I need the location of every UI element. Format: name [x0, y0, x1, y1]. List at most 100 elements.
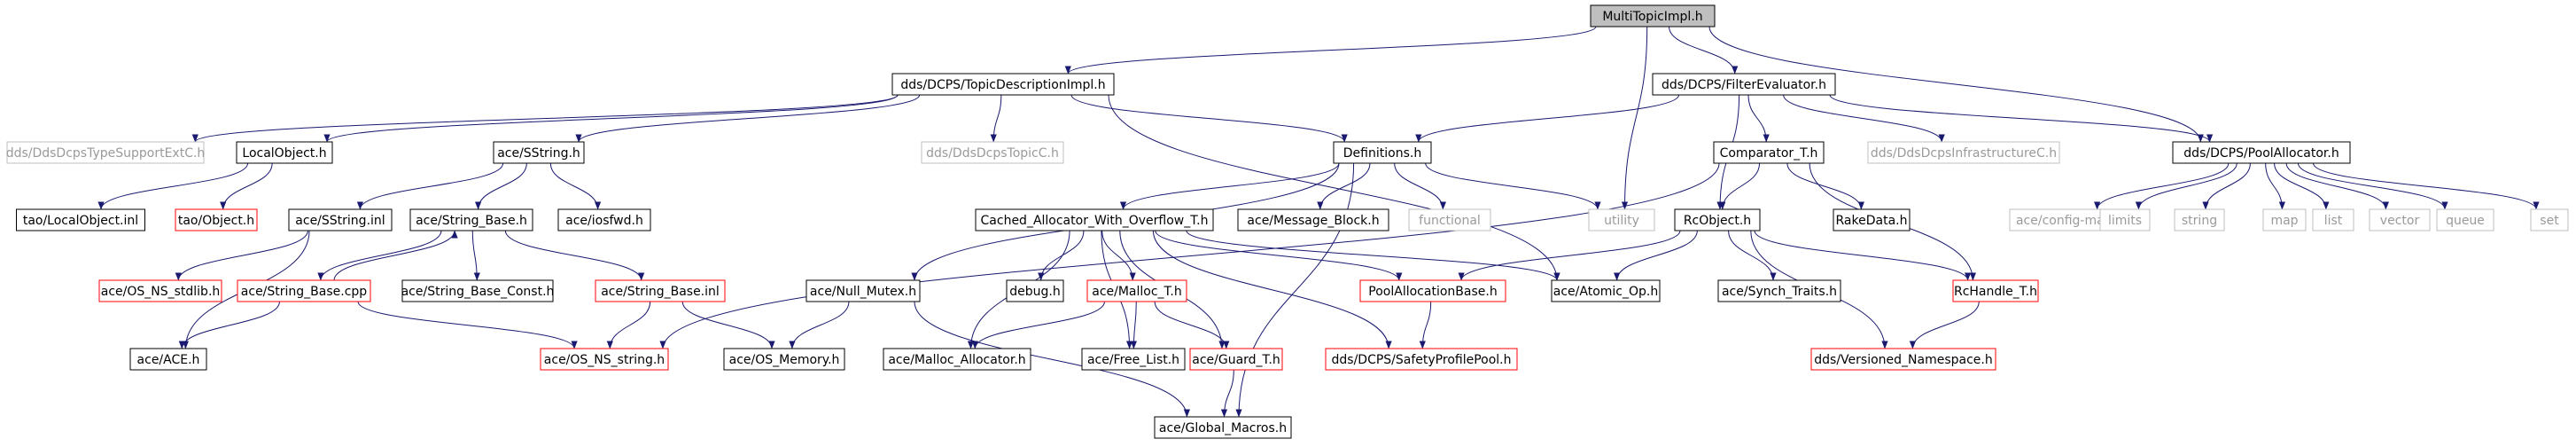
node-tao_object[interactable]: tao/Object.h — [175, 208, 258, 231]
node-label-sstring_inl: ace/SString.inl — [295, 214, 385, 228]
node-string_base_cpp[interactable]: ace/String_Base.cpp — [237, 279, 371, 302]
edge-cached_alloc-to-malloc_t — [1101, 230, 1136, 281]
node-box-string_base_h — [409, 208, 533, 231]
node-label-cached_alloc: Cached_Allocator_With_Overflow_T.h — [981, 214, 1209, 228]
node-label-os_ns_string: ace/OS_NS_string.h — [544, 353, 665, 367]
edge-comparator-to-os_ns_string — [659, 162, 1720, 349]
edge-root-to-utility — [1621, 26, 1648, 210]
edge-filtereval-to-infrastructurec — [1783, 94, 1945, 143]
node-box-os_memory — [723, 348, 845, 371]
edge-comparator-to-rcobject — [1719, 162, 1761, 210]
node-label-topicdesc: dds/DCPS/TopicDescriptionImpl.h — [900, 78, 1105, 92]
node-label-poolallocator: dds/DCPS/PoolAllocator.h — [2183, 146, 2339, 161]
node-global_macros[interactable]: ace/Global_Macros.h — [1154, 416, 1292, 439]
node-rchandle[interactable]: RcHandle_T.h — [1952, 279, 2039, 302]
node-debug[interactable]: debug.h — [1006, 279, 1064, 302]
node-label-set: set — [2540, 214, 2559, 228]
node-synch_traits[interactable]: ace/Synch_Traits.h — [1717, 279, 1841, 302]
edge-sstring-to-iosfwd — [549, 162, 602, 210]
edge-malloc_t-to-malloc_allocator — [971, 301, 1105, 349]
node-iosfwd[interactable]: ace/iosfwd.h — [557, 208, 651, 231]
node-box-root — [1590, 4, 1716, 27]
node-sstring[interactable]: ace/SString.h — [493, 141, 585, 164]
edge-topicdesc-to-topicc — [990, 94, 1002, 143]
edge-filtereval-to-comparator — [1747, 94, 1770, 143]
node-label-versioned_ns: dds/Versioned_Namespace.h — [1814, 353, 1992, 367]
node-infrastructurec: dds/DdsDcpsInfrastructureC.h — [1867, 141, 2060, 164]
node-box-filtereval — [1652, 73, 1836, 96]
node-box-os_ns_stdlib — [98, 279, 222, 302]
edge-root-to-filtereval — [1669, 26, 1739, 74]
node-label-rchandle: RcHandle_T.h — [1954, 285, 2037, 299]
edge-poolallocator-to-string — [2202, 162, 2251, 210]
edge-filtereval-to-poolallocator — [1829, 94, 2214, 143]
node-string_base_const[interactable]: ace/String_Base_Const.h — [401, 279, 555, 302]
node-definitions[interactable]: Definitions.h — [1333, 141, 1432, 164]
node-label-filtereval: dds/DCPS/FilterEvaluator.h — [1662, 78, 1826, 92]
edge-string_base_cpp-to-string_base_h — [333, 230, 458, 281]
node-rakedata[interactable]: RakeData.h — [1833, 208, 1911, 231]
edge-string_base_h-to-string_base_inl — [504, 230, 645, 281]
node-box-sstring_inl — [288, 208, 393, 231]
edge-poolallocator-to-map — [2265, 162, 2285, 210]
node-box-free_list — [1081, 348, 1186, 371]
node-comparator[interactable]: Comparator_T.h — [1713, 141, 1825, 164]
node-label-free_list: ace/Free_List.h — [1087, 353, 1179, 367]
node-limits: limits — [2099, 208, 2151, 231]
node-rcobject[interactable]: RcObject.h — [1674, 208, 1761, 231]
node-sstring_inl[interactable]: ace/SString.inl — [288, 208, 393, 231]
node-box-definitions — [1333, 141, 1432, 164]
node-os_memory[interactable]: ace/OS_Memory.h — [723, 348, 845, 371]
node-label-vector: vector — [2380, 214, 2420, 228]
node-poolallocator[interactable]: dds/DCPS/PoolAllocator.h — [2172, 141, 2351, 164]
node-free_list[interactable]: ace/Free_List.h — [1081, 348, 1186, 371]
node-box-iosfwd — [557, 208, 651, 231]
node-ace_ace[interactable]: ace/ACE.h — [129, 348, 207, 371]
node-poolallocbase[interactable]: PoolAllocationBase.h — [1359, 279, 1506, 302]
node-string_base_h[interactable]: ace/String_Base.h — [409, 208, 533, 231]
node-functional: functional — [1408, 208, 1491, 231]
edge-filtereval-to-definitions — [1415, 94, 1680, 143]
node-box-synch_traits — [1717, 279, 1841, 302]
node-label-root: MultiTopicImpl.h — [1602, 10, 1702, 24]
node-localobject_inl[interactable]: tao/LocalObject.inl — [16, 208, 145, 231]
edge-sstring_inl-to-os_ns_stdlib — [175, 230, 308, 281]
edge-topicdesc-to-atomic_op — [1108, 94, 1560, 281]
edge-poolallocbase-to-safetyprofilepool — [1419, 301, 1432, 349]
edge-cached_alloc-to-poolallocbase — [1155, 230, 1403, 281]
node-label-null_mutex: ace/Null_Mutex.h — [810, 285, 916, 299]
node-malloc_t[interactable]: ace/Malloc_T.h — [1086, 279, 1187, 302]
node-box-localobject_inl — [16, 208, 145, 231]
edge-cached_alloc-to-safetyprofilepool — [1152, 230, 1392, 349]
node-string_base_inl[interactable]: ace/String_Base.inl — [595, 279, 726, 302]
node-label-string_base_cpp: ace/String_Base.cpp — [241, 285, 368, 299]
node-queue: queue — [2436, 208, 2494, 231]
node-safetyprofilepool[interactable]: dds/DCPS/SafetyProfilePool.h — [1325, 348, 1518, 371]
edge-topicdesc-to-sstring — [575, 94, 921, 143]
node-localobject[interactable]: LocalObject.h — [236, 141, 333, 164]
node-os_ns_string[interactable]: ace/OS_NS_string.h — [540, 348, 669, 371]
node-filtereval[interactable]: dds/DCPS/FilterEvaluator.h — [1652, 73, 1836, 96]
node-box-debug — [1006, 279, 1064, 302]
node-guard_t[interactable]: ace/Guard_T.h — [1189, 348, 1283, 371]
node-atomic_op[interactable]: ace/Atomic_Op.h — [1551, 279, 1661, 302]
node-topicdesc[interactable]: dds/DCPS/TopicDescriptionImpl.h — [891, 73, 1115, 96]
node-null_mutex[interactable]: ace/Null_Mutex.h — [805, 279, 921, 302]
node-box-map — [2262, 208, 2307, 231]
edge-poolallocator-to-limits — [2135, 162, 2237, 210]
node-cached_alloc[interactable]: Cached_Allocator_With_Overflow_T.h — [975, 208, 1214, 231]
node-label-global_macros: ace/Global_Macros.h — [1159, 421, 1287, 435]
node-os_ns_stdlib[interactable]: ace/OS_NS_stdlib.h — [98, 279, 222, 302]
node-label-malloc_allocator: ace/Malloc_Allocator.h — [888, 353, 1025, 367]
node-box-tao_object — [175, 208, 258, 231]
node-box-set — [2530, 208, 2569, 231]
node-versioned_ns[interactable]: dds/Versioned_Namespace.h — [1810, 348, 1996, 371]
node-root[interactable]: MultiTopicImpl.h — [1590, 4, 1716, 27]
node-message_block[interactable]: ace/Message_Block.h — [1237, 208, 1389, 231]
node-malloc_allocator[interactable]: ace/Malloc_Allocator.h — [883, 348, 1031, 371]
edge-string_base_cpp-to-ace_ace — [178, 301, 280, 349]
node-label-rakedata: RakeData.h — [1836, 214, 1908, 228]
node-label-message_block: ace/Message_Block.h — [1247, 214, 1379, 228]
node-label-queue: queue — [2446, 214, 2485, 228]
node-label-limits: limits — [2108, 214, 2142, 228]
